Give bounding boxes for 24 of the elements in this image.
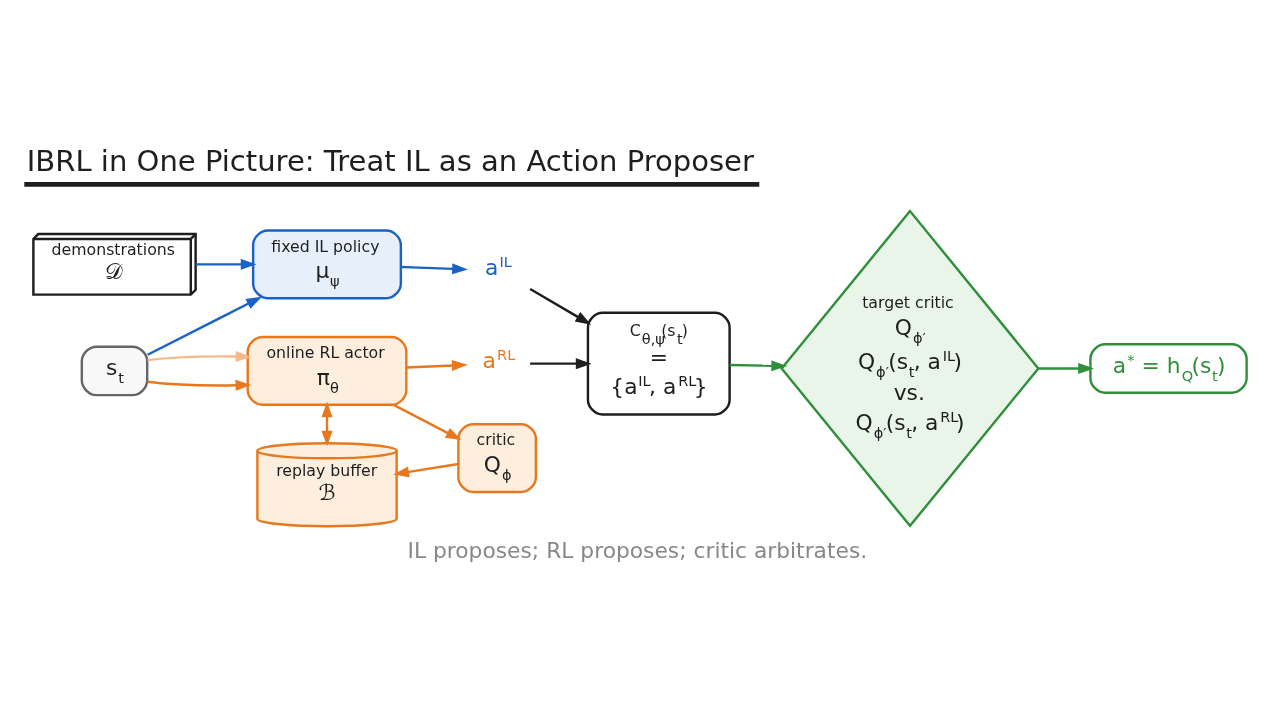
node-text: a$^{RL}$	[482, 346, 516, 373]
arrow	[147, 379, 252, 391]
arrow	[729, 360, 788, 372]
arrow	[321, 401, 333, 447]
node-box: fixed IL policy μ$_{ψ}$	[251, 229, 403, 300]
diagram-title: IBRL in One Picture: Treat IL as an Action Proposer	[26, 144, 754, 179]
arrow	[401, 263, 468, 275]
caption: IL proposes; RL proposes; critic arbitrates.	[407, 537, 868, 563]
arrow	[1038, 362, 1094, 374]
arrow	[406, 360, 468, 372]
node-box: a$^{*}$ = h$_{Q}$(s$_{t}$)	[1089, 343, 1248, 394]
arrow	[529, 288, 592, 325]
arrow	[530, 358, 592, 370]
node-box: critic Q$_{ϕ}$	[457, 422, 538, 494]
node-box: C$_{θ,ψ}$(s$_{t}$) = {a$^{IL}$, a$^{RL}$}	[586, 311, 731, 416]
arrow	[393, 462, 459, 478]
arrow	[147, 296, 262, 356]
node-box: online RL actor π$_{θ}$	[246, 335, 408, 406]
arrow	[147, 350, 252, 362]
node-box: s$_{t}$	[80, 345, 149, 397]
node-diamond: target critic Q$_{ϕ′}$ Q$_{ϕ′}$(s$_{t}$, a$^{IL}$) vs. Q$_{ϕ′}$(s$_{t}$, a$^{RL}$)	[780, 209, 1040, 528]
arrow	[392, 403, 462, 441]
arrow	[195, 258, 257, 270]
node-text: a$^{IL}$	[485, 253, 512, 280]
